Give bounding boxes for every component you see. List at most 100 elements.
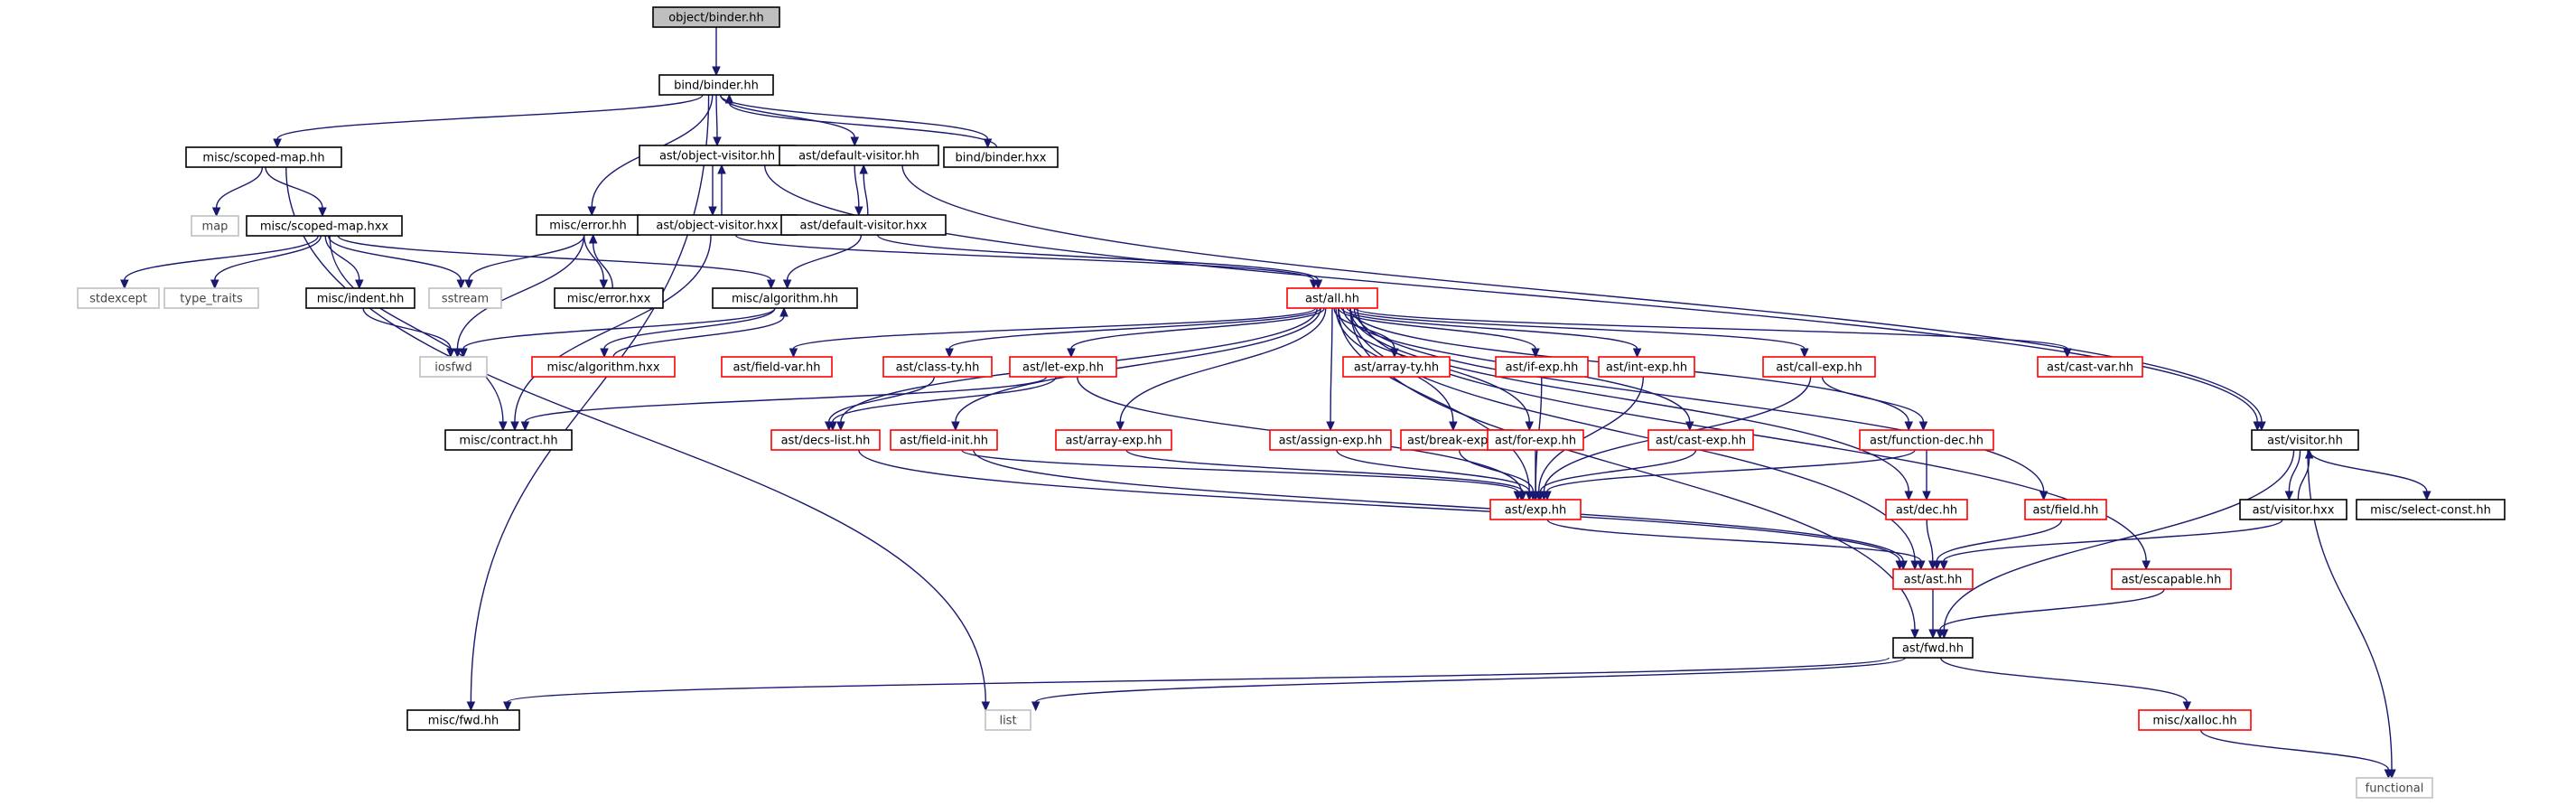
edge-arrowhead xyxy=(789,348,798,359)
node-box xyxy=(1859,429,1994,451)
node-ast-default-visitor-hxx[interactable]: ast/default-visitor.hxx xyxy=(780,214,947,236)
node-ast-break-exp[interactable]: ast/break-exp.hh xyxy=(1400,429,1514,451)
edge-arrowhead xyxy=(2182,701,2192,712)
node-type-traits: type_traits xyxy=(163,287,259,309)
edge-line xyxy=(462,307,776,350)
node-box xyxy=(1762,356,1876,378)
edge-arrowhead xyxy=(1531,348,1540,359)
node-ast-all[interactable]: ast/all.hh xyxy=(1286,287,1378,309)
edge-arrowhead xyxy=(599,279,609,290)
edge-arrowhead xyxy=(951,421,960,432)
node-ast-cast-var[interactable]: ast/cast-var.hh xyxy=(2037,356,2143,378)
node-ast-visitor-hxx[interactable]: ast/visitor.hxx xyxy=(2239,499,2347,520)
node-ast-field-var[interactable]: ast/field-var.hh xyxy=(721,356,833,378)
node-ast-escapable[interactable]: ast/escapable.hh xyxy=(2111,568,2232,590)
node-ast-decs-list[interactable]: ast/decs-list.hh xyxy=(770,429,881,451)
node-bind-binder-hxx[interactable]: bind/binder.hxx xyxy=(943,146,1059,168)
edge-arrowhead xyxy=(1936,629,1945,640)
node-misc-error[interactable]: misc/error.hh xyxy=(536,214,640,236)
node-ast-object-visitor-hxx[interactable]: ast/object-visitor.hxx xyxy=(637,214,798,236)
node-box xyxy=(2239,499,2347,520)
edge-arrowhead xyxy=(1939,560,1948,571)
node-label: ast/default-visitor.hh xyxy=(798,150,919,164)
edge-misc-scoped-map-to-list xyxy=(285,166,991,712)
node-ast-fwd[interactable]: ast/fwd.hh xyxy=(1892,637,1974,659)
edge-ast-all-to-ast-class-ty xyxy=(945,307,1321,359)
node-label: ast/array-ty.hh xyxy=(1354,361,1439,375)
edge-arrowhead xyxy=(2063,348,2072,359)
node-label: misc/contract.hh xyxy=(459,435,557,448)
node-bind-binder[interactable]: bind/binder.hh xyxy=(658,74,774,96)
node-ast-default-visitor[interactable]: ast/default-visitor.hh xyxy=(779,145,939,166)
edge-line xyxy=(955,307,1321,423)
edge-arrowhead xyxy=(1313,279,1323,290)
node-ast-for-exp[interactable]: ast/for-exp.hh xyxy=(1487,429,1584,451)
node-ast-int-exp[interactable]: ast/int-exp.hh xyxy=(1598,356,1695,378)
node-ast-if-exp[interactable]: ast/if-exp.hh xyxy=(1495,356,1589,378)
node-misc-algorithm[interactable]: misc/algorithm.hh xyxy=(712,287,858,309)
node-ast-exp[interactable]: ast/exp.hh xyxy=(1489,499,1582,520)
node-box xyxy=(554,287,664,309)
nodes-layer: object/binder.hhbind/binder.hhmisc/scope… xyxy=(77,6,2506,799)
node-misc-xalloc[interactable]: misc/xalloc.hh xyxy=(2138,709,2252,731)
edge-arrowhead xyxy=(499,421,508,432)
node-box xyxy=(444,429,573,451)
node-ast-field-init[interactable]: ast/field-init.hh xyxy=(890,429,998,451)
node-box xyxy=(2111,568,2232,590)
node-list: list xyxy=(985,709,1031,731)
edge-arrowhead xyxy=(600,348,609,359)
edge-bind-binder-to-misc-fwd xyxy=(466,94,710,712)
edge-line xyxy=(362,307,452,350)
edge-ast-fwd-to-list xyxy=(1031,657,1906,712)
edge-line xyxy=(858,449,1900,562)
edge-line xyxy=(468,234,585,281)
node-misc-error-hxx[interactable]: misc/error.hxx xyxy=(554,287,664,309)
node-misc-scoped-map[interactable]: misc/scoped-map.hh xyxy=(185,146,342,168)
edge-arrowhead xyxy=(355,279,364,290)
node-misc-contract[interactable]: misc/contract.hh xyxy=(444,429,573,451)
node-ast-cast-exp[interactable]: ast/cast-exp.hh xyxy=(1647,429,1754,451)
node-ast-dec[interactable]: ast/dec.hh xyxy=(1885,499,1968,520)
edge-line xyxy=(265,166,323,209)
edge-line xyxy=(1354,307,2068,350)
node-ast-call-exp[interactable]: ast/call-exp.hh xyxy=(1762,356,1876,378)
edge-ast-all-to-ast-assign-exp xyxy=(1326,307,1335,432)
node-box xyxy=(2024,499,2107,520)
node-box xyxy=(191,215,239,237)
edge-line xyxy=(1940,657,2188,703)
edge-line xyxy=(728,102,998,148)
node-ast-object-visitor[interactable]: ast/object-visitor.hh xyxy=(639,145,796,166)
node-misc-indent[interactable]: misc/indent.hh xyxy=(305,287,415,309)
edge-arrowhead xyxy=(1513,491,1523,501)
node-misc-fwd[interactable]: misc/fwd.hh xyxy=(406,709,520,731)
node-label: ast/break-exp.hh xyxy=(1407,435,1507,448)
node-misc-select-const[interactable]: misc/select-const.hh xyxy=(2356,499,2506,520)
edge-misc-algorithm-to-misc-algorithm-hxx xyxy=(600,307,776,359)
node-ast-field[interactable]: ast/field.hh xyxy=(2024,499,2107,520)
node-label: misc/scoped-map.hh xyxy=(202,152,324,165)
edge-ast-default-visitor-hxx-to-misc-algorithm xyxy=(782,234,863,290)
edge-ast-function-dec-to-ast-exp xyxy=(1543,449,1916,501)
node-misc-scoped-map-hxx[interactable]: misc/scoped-map.hxx xyxy=(246,215,403,237)
node-ast-let-exp[interactable]: ast/let-exp.hh xyxy=(1009,356,1117,378)
edge-misc-scoped-map-hxx-to-misc-contract xyxy=(329,235,508,432)
edge-line xyxy=(592,242,614,289)
node-label: sstream xyxy=(442,293,489,306)
node-ast-ast[interactable]: ast/ast.hh xyxy=(1892,568,1974,590)
node-label: misc/indent.hh xyxy=(317,293,405,306)
node-ast-function-dec[interactable]: ast/function-dec.hh xyxy=(1859,429,1994,451)
node-box xyxy=(1489,499,1582,520)
node-box xyxy=(1495,356,1589,378)
edge-ast-object-visitor-hxx-to-misc-contract xyxy=(510,234,712,432)
edge-line xyxy=(1070,307,1325,350)
edge-line xyxy=(1349,307,1916,562)
node-ast-visitor[interactable]: ast/visitor.hh xyxy=(2251,429,2359,451)
node-label: ast/visitor.hxx xyxy=(2253,504,2335,518)
node-ast-assign-exp[interactable]: ast/assign-exp.hh xyxy=(1269,429,1392,451)
edge-arrowhead xyxy=(273,138,282,149)
node-ast-class-ty[interactable]: ast/class-ty.hh xyxy=(882,356,993,378)
node-ast-array-ty[interactable]: ast/array-ty.hh xyxy=(1342,356,1451,378)
node-misc-algorithm-hxx[interactable]: misc/algorithm.hxx xyxy=(531,356,676,378)
edge-ast-object-visitor-hxx-to-ast-object-visitor xyxy=(717,164,726,216)
node-ast-array-exp[interactable]: ast/array-exp.hh xyxy=(1055,429,1172,451)
